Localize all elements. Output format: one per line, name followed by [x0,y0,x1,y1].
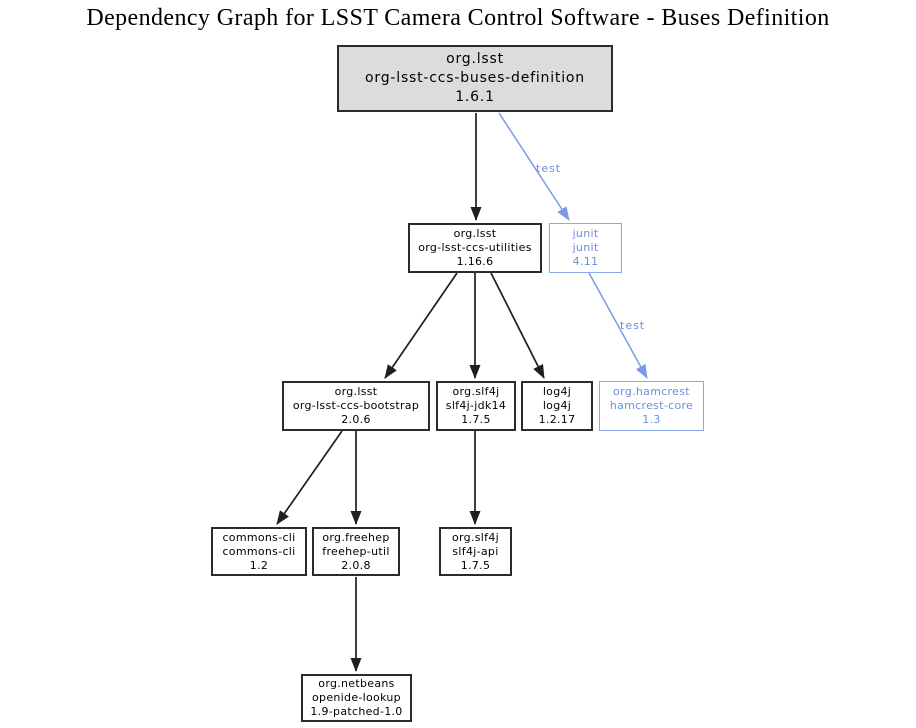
node-artifact: slf4j-jdk14 [445,399,507,412]
node-org-lsst-ccs-bootstrap: org.lsst org-lsst-ccs-bootstrap 2.0.6 [282,381,430,431]
node-group: log4j [542,385,572,398]
graph-title: Dependency Graph for LSST Camera Control… [86,5,830,31]
node-group: org.lsst [453,227,497,240]
node-artifact: commons-cli [222,544,296,558]
node-log4j: log4j log4j 1.2.17 [521,381,593,431]
node-version: 2.0.8 [341,558,371,572]
node-version: 1.7.5 [460,558,491,572]
node-junit: junit junit 4.11 [549,223,622,273]
node-group: org.freehep [322,530,390,544]
node-org-lsst-ccs-utilities: org.lsst org-lsst-ccs-utilities 1.16.6 [408,223,542,273]
node-artifact: freehep-util [322,544,390,558]
node-version: 1.2.17 [538,413,576,426]
node-version: 1.9-patched-1.0 [310,705,403,718]
edge-utilities-to-log4j [490,272,545,379]
node-version: 1.16.6 [456,255,494,268]
node-group: org.lsst [334,385,378,398]
edge-bootstrap-to-commons-cli [276,430,343,525]
node-version: 2.0.6 [341,413,371,426]
edge-buses-definition-to-junit [498,112,570,221]
node-group: org.hamcrest [613,385,690,398]
node-group: org.netbeans [318,677,395,690]
node-artifact: slf4j-api [452,544,499,558]
edge-label-test-1: test [536,162,561,175]
node-group: org.slf4j [452,385,500,398]
node-artifact: org-lsst-ccs-buses-definition [365,70,585,86]
node-artifact: hamcrest-core [609,399,694,412]
node-artifact: org-lsst-ccs-utilities [418,241,532,254]
node-commons-cli: commons-cli commons-cli 1.2 [211,527,307,576]
node-hamcrest-core: org.hamcrest hamcrest-core 1.3 [599,381,704,431]
edge-junit-to-hamcrest-core [588,272,648,379]
node-openide-lookup: org.netbeans openide-lookup 1.9-patched-… [301,674,412,722]
node-artifact: log4j [542,399,572,412]
node-version: 1.3 [642,413,661,426]
node-slf4j-api: org.slf4j slf4j-api 1.7.5 [439,527,512,576]
node-version: 1.7.5 [461,413,491,426]
node-group: org.slf4j [452,530,499,544]
node-version: 4.11 [572,255,599,268]
node-group: org.lsst [446,51,504,67]
node-artifact: org-lsst-ccs-bootstrap [292,399,420,412]
edge-label-test-2: test [620,319,645,332]
node-group: junit [572,227,599,240]
node-version: 1.2 [249,558,269,572]
node-slf4j-jdk14: org.slf4j slf4j-jdk14 1.7.5 [436,381,516,431]
node-artifact: junit [572,241,599,254]
node-org-lsst-ccs-buses-definition: org.lsst org-lsst-ccs-buses-definition 1… [337,45,613,112]
node-version: 1.6.1 [455,89,495,105]
edge-utilities-to-bootstrap [384,272,458,379]
node-artifact: openide-lookup [312,691,401,704]
node-group: commons-cli [222,530,296,544]
node-freehep-util: org.freehep freehep-util 2.0.8 [312,527,400,576]
